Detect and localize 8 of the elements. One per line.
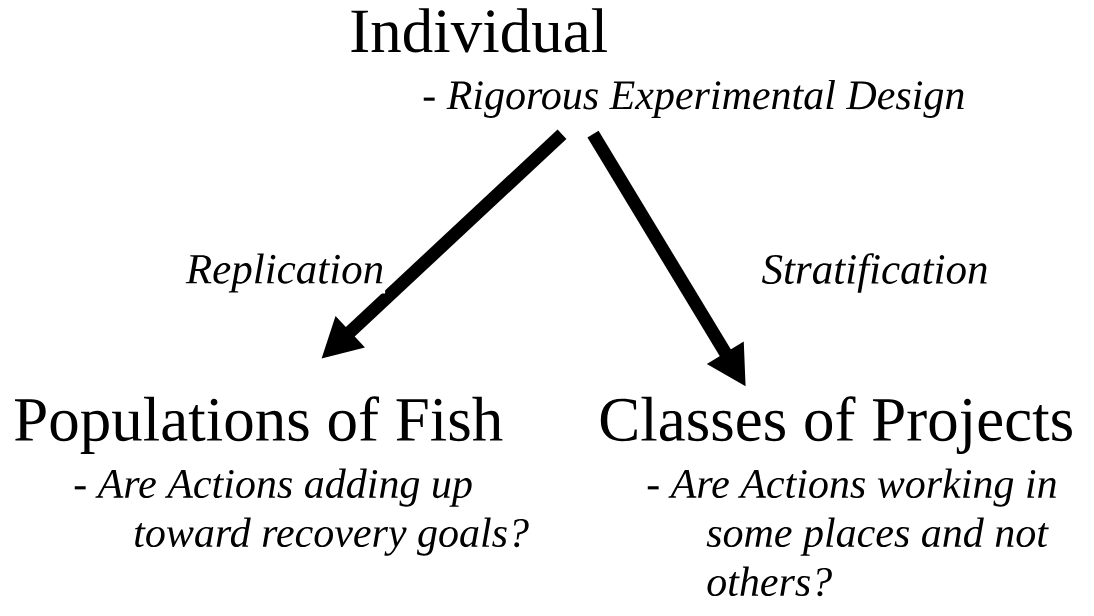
node-description: - Rigorous Experimental Design bbox=[423, 79, 964, 118]
edge-label: Stratification bbox=[760, 252, 990, 294]
edge-label: Replication bbox=[184, 252, 386, 294]
node-title: Populations of Fish bbox=[15, 396, 503, 454]
node-description: - Are Actions working in some places and not others? bbox=[647, 468, 1056, 597]
node-description: - Are Actions adding up toward recovery goals? bbox=[74, 468, 529, 556]
node-title: Classes of Projects bbox=[600, 396, 1072, 454]
node-title: Individual bbox=[351, 8, 607, 53]
